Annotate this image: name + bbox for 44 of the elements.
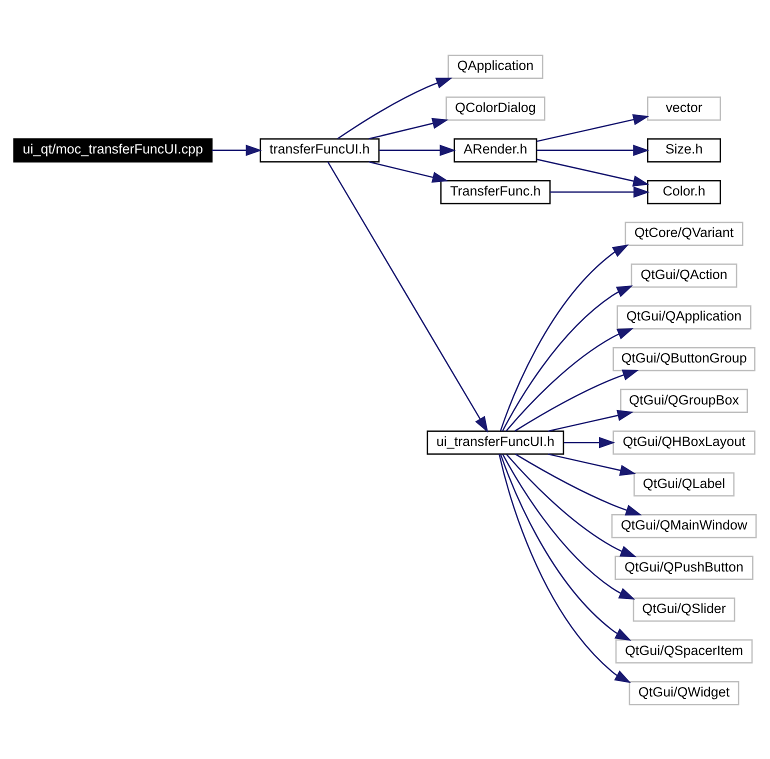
node-box: Color.h [646, 179, 722, 204]
node-box: Size.h [646, 138, 722, 162]
arrow [368, 160, 448, 182]
node-box: QtGui/QButtonGroup [612, 346, 756, 371]
arrow [379, 144, 456, 156]
node-box: QtGui/QHBoxLayout [612, 430, 756, 454]
arrow [536, 144, 650, 156]
node-box: QtGui/QWidget [628, 680, 740, 705]
node-box: QtGui/QSpacerItem [615, 638, 753, 664]
arrow [564, 436, 616, 448]
node-box: QtGui/QLabel [634, 472, 735, 496]
arrow [515, 453, 642, 516]
node-box: QColorDialog [446, 96, 546, 120]
arrow [506, 453, 637, 557]
node-box: transferFuncUI.h [260, 138, 380, 162]
node-box: TransferFunc.h [440, 179, 551, 204]
arrow [327, 160, 488, 432]
arrow [498, 454, 632, 683]
arrow [502, 454, 636, 600]
node-box: QtGui/QAction [630, 263, 738, 288]
node-box: QtGui/QMainWindow [611, 514, 757, 538]
arrow [368, 117, 448, 139]
node-box: ui_qt/moc_transferFuncUI.cpp [13, 138, 213, 162]
node-box: QtGui/QPushButton [614, 555, 754, 580]
arrow [550, 186, 650, 198]
node-box: ui_transferFuncUI.h [426, 430, 564, 454]
node-box: QtGui/QSlider [632, 597, 736, 622]
arrow [514, 369, 639, 432]
arrow [548, 409, 634, 432]
arrow [500, 244, 629, 431]
node-box: QtGui/QApplication [616, 304, 752, 329]
arrow [536, 158, 650, 186]
arrow [502, 284, 633, 431]
arrow [548, 453, 636, 476]
node-box: ARender.h [454, 138, 538, 162]
arrow [506, 328, 634, 431]
arrow [536, 114, 650, 142]
node-box: vector [646, 96, 722, 120]
node-box: QApplication [448, 54, 544, 78]
arrow [337, 77, 452, 139]
arrow [212, 144, 262, 156]
arrow [500, 454, 632, 640]
node-box: QtGui/QGroupBox [620, 388, 748, 412]
node-box: QtCore/QVariant [624, 221, 744, 246]
